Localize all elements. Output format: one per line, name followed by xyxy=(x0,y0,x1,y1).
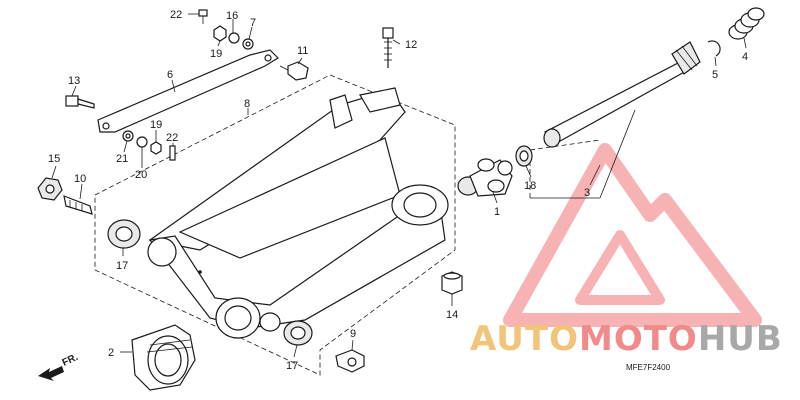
callout-22: 22 xyxy=(170,9,182,21)
watermark-wordmark: AUTOMOTOHUB xyxy=(470,319,783,359)
callout-22b: 22 xyxy=(166,132,178,144)
callout-3: 3 xyxy=(584,187,590,199)
bolt-11 xyxy=(279,61,309,81)
callout-16: 16 xyxy=(226,10,238,22)
drive-shaft-3 xyxy=(543,41,701,148)
svg-text:AUTOMOTOHUB: AUTOMOTOHUB xyxy=(470,319,783,359)
bearing-17-upper xyxy=(107,219,141,249)
front-direction-indicator: FR. xyxy=(38,352,80,381)
pivot-bolt-10 xyxy=(63,195,93,215)
diagram-code: MFE7F2400 xyxy=(626,363,671,372)
callout-2: 2 xyxy=(108,347,114,359)
leader-lines xyxy=(51,13,747,358)
nut-15 xyxy=(37,177,63,201)
universal-joint-1 xyxy=(457,158,513,197)
callout-4: 4 xyxy=(742,51,748,63)
callout-21: 21 xyxy=(116,153,128,165)
bolt-12 xyxy=(382,27,394,68)
callout-17a: 17 xyxy=(116,260,128,272)
torque-rod-part xyxy=(97,49,279,133)
oil-seal-18 xyxy=(515,145,533,167)
callout-labels: 22 16 7 19 11 12 13 6 8 19 22 21 20 15 1… xyxy=(48,9,748,372)
watermark-part-moto: MOTO xyxy=(579,319,698,359)
callout-13: 13 xyxy=(68,75,80,87)
callout-12: 12 xyxy=(405,39,417,51)
cap-nut-14 xyxy=(441,271,463,295)
callout-11: 11 xyxy=(297,45,308,57)
spring-4 xyxy=(728,7,765,40)
callout-5: 5 xyxy=(712,69,718,81)
callout-9: 9 xyxy=(350,328,356,340)
callout-18: 18 xyxy=(524,180,536,192)
callout-19b: 19 xyxy=(150,119,162,131)
bolt-22-top xyxy=(198,9,208,24)
hardware-21-20-19-22 xyxy=(122,130,176,161)
nut-washer-cluster xyxy=(213,25,254,50)
circlip-5 xyxy=(707,40,721,57)
watermark-part-auto: AUTO xyxy=(470,319,579,359)
callout-1: 1 xyxy=(494,206,500,218)
callout-10: 10 xyxy=(74,173,86,185)
callout-17b: 17 xyxy=(286,360,298,372)
callout-8: 8 xyxy=(244,98,250,110)
bolt-13 xyxy=(65,95,95,109)
arrow-left-icon xyxy=(38,366,64,381)
swingarm-assembly-boundary xyxy=(94,74,456,376)
callout-7: 7 xyxy=(250,17,256,29)
bolt-9 xyxy=(335,349,365,373)
swingarm-body-part xyxy=(147,87,449,339)
bearing-17-lower xyxy=(283,320,313,346)
watermark-part-hub: HUB xyxy=(698,319,783,359)
boot-2 xyxy=(131,324,196,391)
watermark-logo-icon xyxy=(503,143,762,327)
callout-6: 6 xyxy=(167,69,173,81)
callout-15: 15 xyxy=(48,153,60,165)
callout-19: 19 xyxy=(210,48,222,60)
callout-14: 14 xyxy=(446,309,458,321)
direction-label: FR. xyxy=(61,352,80,369)
callout-20: 20 xyxy=(135,169,147,181)
